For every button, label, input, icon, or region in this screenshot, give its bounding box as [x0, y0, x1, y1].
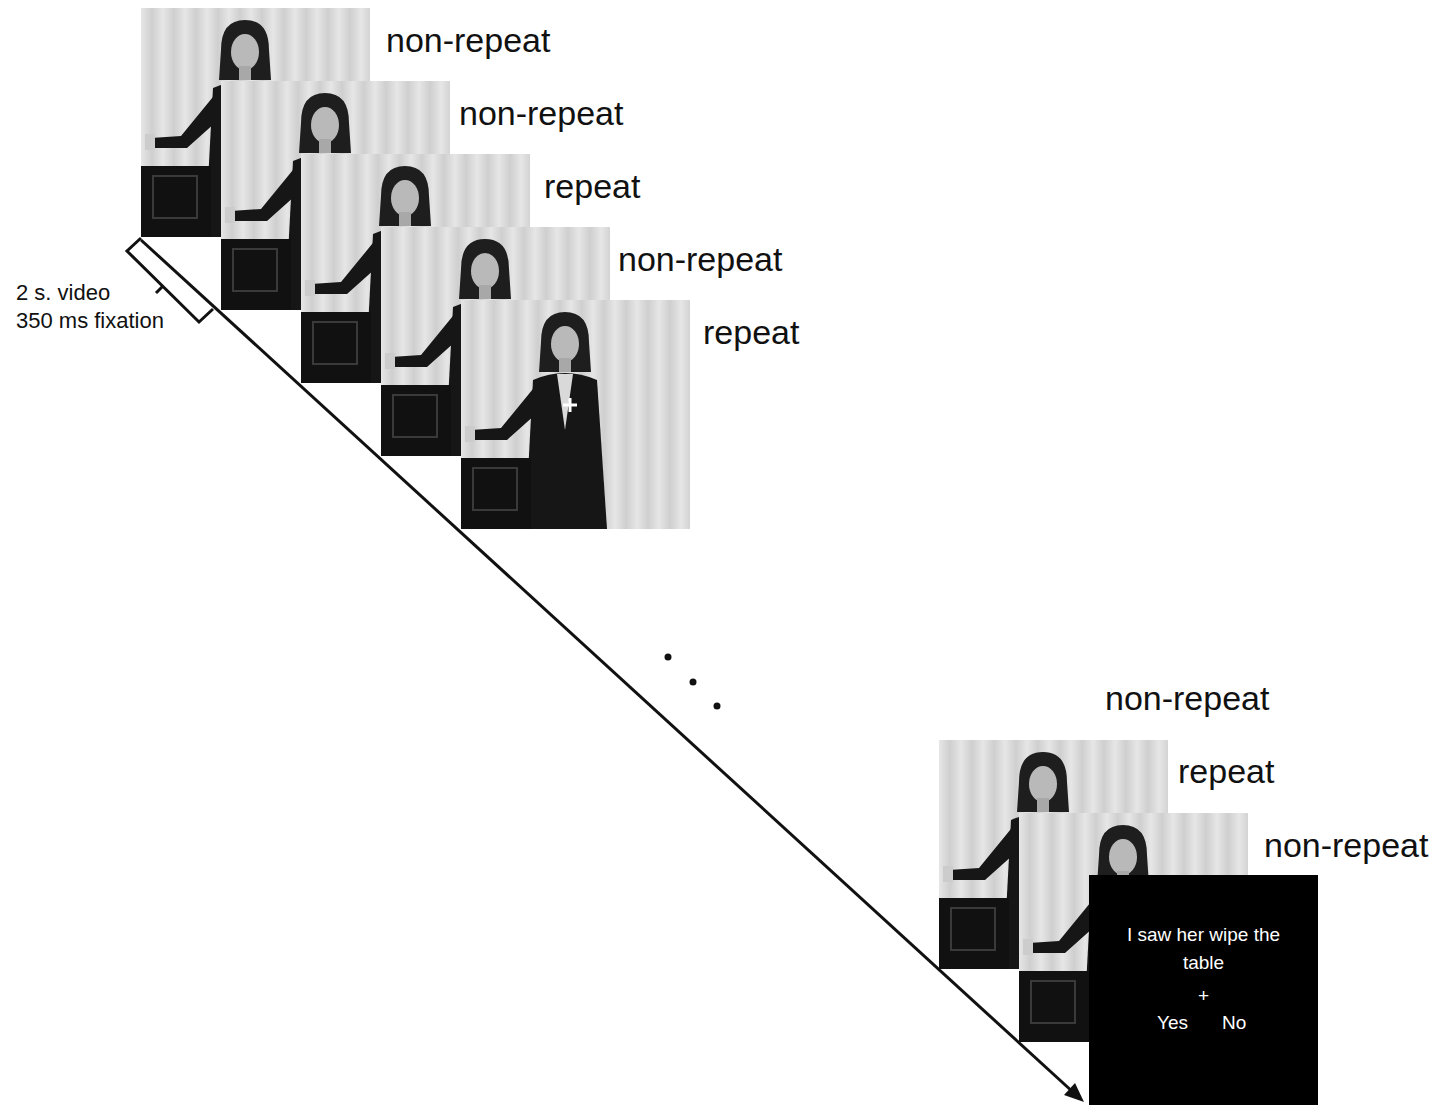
condition-label: repeat	[1178, 754, 1274, 788]
arrow-head	[1064, 1083, 1084, 1102]
answer-option: No	[1222, 1009, 1246, 1037]
timing-label: 2 s. video	[16, 282, 110, 304]
answer-option: Yes	[1157, 1009, 1188, 1037]
condition-label: non-repeat	[386, 23, 550, 57]
condition-label: non-repeat	[618, 242, 782, 276]
time-arrow	[141, 240, 1074, 1093]
ellipsis-dot	[665, 654, 672, 661]
fixation-cross	[563, 398, 577, 412]
condition-label: non-repeat	[1264, 828, 1428, 862]
condition-label: repeat	[544, 169, 640, 203]
ellipsis-dot	[714, 703, 721, 710]
question-text: I saw her wipe the table	[1109, 921, 1298, 976]
condition-label: non-repeat	[1105, 681, 1269, 715]
ellipsis-dot	[690, 679, 697, 686]
timing-label: 350 ms fixation	[16, 310, 164, 332]
condition-label: non-repeat	[459, 96, 623, 130]
bracket-tip	[156, 286, 163, 293]
question-screen: I saw her wipe the table +Yes No	[1089, 875, 1318, 1105]
fixation-cross: +	[1089, 982, 1318, 1010]
condition-label: repeat	[703, 315, 799, 349]
video-frame	[461, 300, 690, 529]
